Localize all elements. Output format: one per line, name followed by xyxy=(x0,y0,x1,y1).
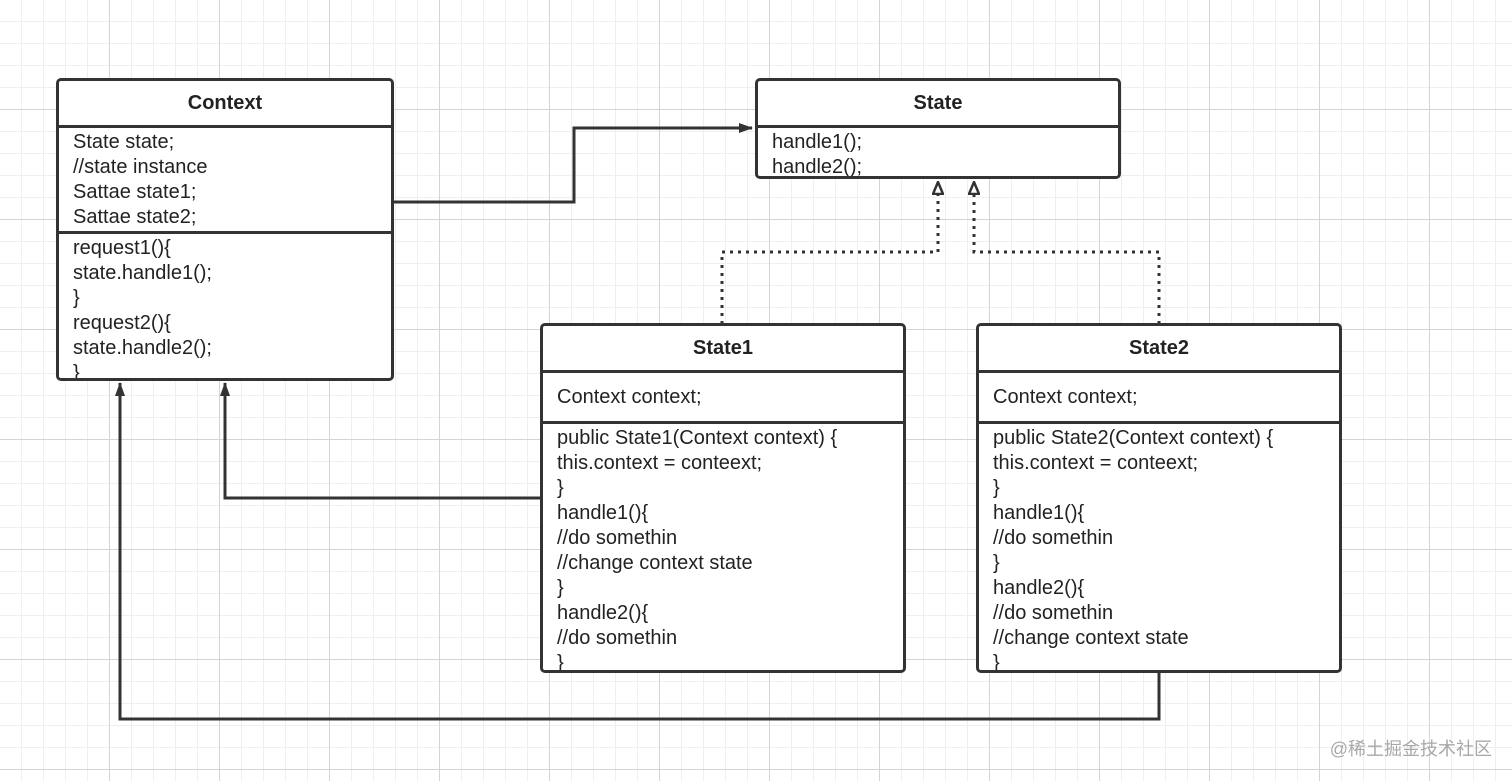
state1-class[interactable]: State1 Context context; public State1(Co… xyxy=(540,323,906,673)
state1-to-context-association xyxy=(220,382,541,500)
context-class-name: Context xyxy=(59,81,391,128)
watermark: @稀土掘金技术社区 xyxy=(1329,739,1492,759)
context-attribute: //state instance xyxy=(73,156,208,178)
state2-method: //do somethin xyxy=(993,527,1114,549)
state1-method: } xyxy=(557,477,564,499)
state1-attribute: Context context; xyxy=(557,386,702,408)
state1-attributes: Context context; xyxy=(543,373,903,421)
context-method: request2(){ xyxy=(73,312,171,334)
state2-method: //do somethin xyxy=(993,602,1114,624)
state2-method: this.context = conteext; xyxy=(993,452,1199,474)
state1-method: public State1(Context context) { xyxy=(557,427,838,449)
state-interface-name: State xyxy=(758,81,1118,128)
context-method: state.handle2(); xyxy=(73,337,212,359)
state1-method: this.context = conteext; xyxy=(557,452,763,474)
state2-method: handle1(){ xyxy=(993,502,1085,524)
state-interface[interactable]: State handle1(); handle2(); xyxy=(755,78,1121,179)
state1-realizes-state xyxy=(720,182,938,324)
state2-methods: public State2(Context context) { this.co… xyxy=(979,421,1339,673)
context-attribute: Sattae state2; xyxy=(73,206,197,228)
state2-class[interactable]: State2 Context context; public State2(Co… xyxy=(976,323,1342,673)
context-class[interactable]: Context State state; //state instance Sa… xyxy=(56,78,394,381)
state1-method: //do somethin xyxy=(557,527,678,549)
state-method: handle1(); xyxy=(772,131,863,153)
context-methods: request1(){ state.handle1(); } request2(… xyxy=(59,231,391,381)
state2-method: } xyxy=(993,652,1000,673)
context-method: request1(){ xyxy=(73,237,171,259)
context-to-state-association xyxy=(394,123,753,204)
state1-method: handle2(){ xyxy=(557,602,649,624)
state2-attributes: Context context; xyxy=(979,373,1339,421)
state1-class-name: State1 xyxy=(543,326,903,373)
state2-attribute: Context context; xyxy=(993,386,1138,408)
state1-method: //change context state xyxy=(557,552,753,574)
state2-method: } xyxy=(993,552,1000,574)
state2-method: handle2(){ xyxy=(993,577,1085,599)
state2-method: public State2(Context context) { xyxy=(993,427,1274,449)
state1-method: //do somethin xyxy=(557,627,678,649)
state2-realizes-state xyxy=(974,182,1161,324)
state-method: handle2(); xyxy=(772,156,863,178)
context-method: state.handle1(); xyxy=(73,262,212,284)
state1-method: } xyxy=(557,652,564,673)
state2-method: //change context state xyxy=(993,627,1189,649)
context-method: } xyxy=(73,287,80,309)
state1-method: } xyxy=(557,577,564,599)
context-attribute: Sattae state1; xyxy=(73,181,197,203)
context-attribute: State state; xyxy=(73,131,175,153)
state-methods: handle1(); handle2(); xyxy=(758,128,1118,178)
state1-methods: public State1(Context context) { this.co… xyxy=(543,421,903,673)
state2-to-context-association xyxy=(115,382,1161,721)
state2-class-name: State2 xyxy=(979,326,1339,373)
context-attributes: State state; //state instance Sattae sta… xyxy=(59,128,391,231)
state1-method: handle1(){ xyxy=(557,502,649,524)
state2-method: } xyxy=(993,477,1000,499)
context-method: } xyxy=(73,362,80,381)
